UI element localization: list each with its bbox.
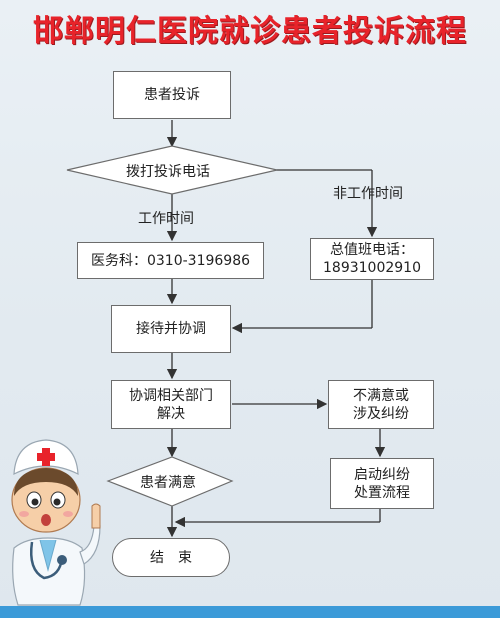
bottom-accent-strip xyxy=(0,606,500,618)
duty-phone-number: 18931002910 xyxy=(323,260,421,276)
complaint-box: 患者投诉 xyxy=(113,71,231,119)
duty-phone-label: 总值班电话： xyxy=(330,242,414,258)
dispute-process-box: 启动纠纷 处置流程 xyxy=(330,458,434,509)
receive-coordinate-box: 接待并协调 xyxy=(111,305,231,353)
doctor-mascot-icon xyxy=(11,439,101,606)
patient-satisfied-label: 患者满意 xyxy=(140,475,196,491)
unsatisfied-line-1: 不满意或 xyxy=(353,387,409,404)
page-title: 邯郸明仁医院就诊患者投诉流程 xyxy=(33,14,467,49)
duty-phone-box: 总值班电话： 18931002910 xyxy=(310,238,434,280)
dispute-line-1: 启动纠纷 xyxy=(354,466,410,483)
coordinate-line-1: 协调相关部门 xyxy=(129,387,213,404)
unsatisfied-box: 不满意或 涉及纠纷 xyxy=(328,380,434,429)
end-box: 结 束 xyxy=(112,538,230,577)
coordinate-departments-box: 协调相关部门 解决 xyxy=(111,380,231,429)
call-hotline-label: 拨打投诉电话 xyxy=(126,164,210,180)
unsatisfied-line-2: 涉及纠纷 xyxy=(353,405,409,422)
medical-dept-box: 医务科：0310-3196986 xyxy=(77,242,264,279)
work-time-label: 工作时间 xyxy=(138,211,194,227)
non-work-time-label: 非工作时间 xyxy=(333,186,403,202)
decision-diamond-call xyxy=(66,145,278,195)
decision-diamond-satisfied xyxy=(106,456,234,507)
dispute-line-2: 处置流程 xyxy=(354,484,410,501)
coordinate-line-2: 解决 xyxy=(157,405,185,422)
